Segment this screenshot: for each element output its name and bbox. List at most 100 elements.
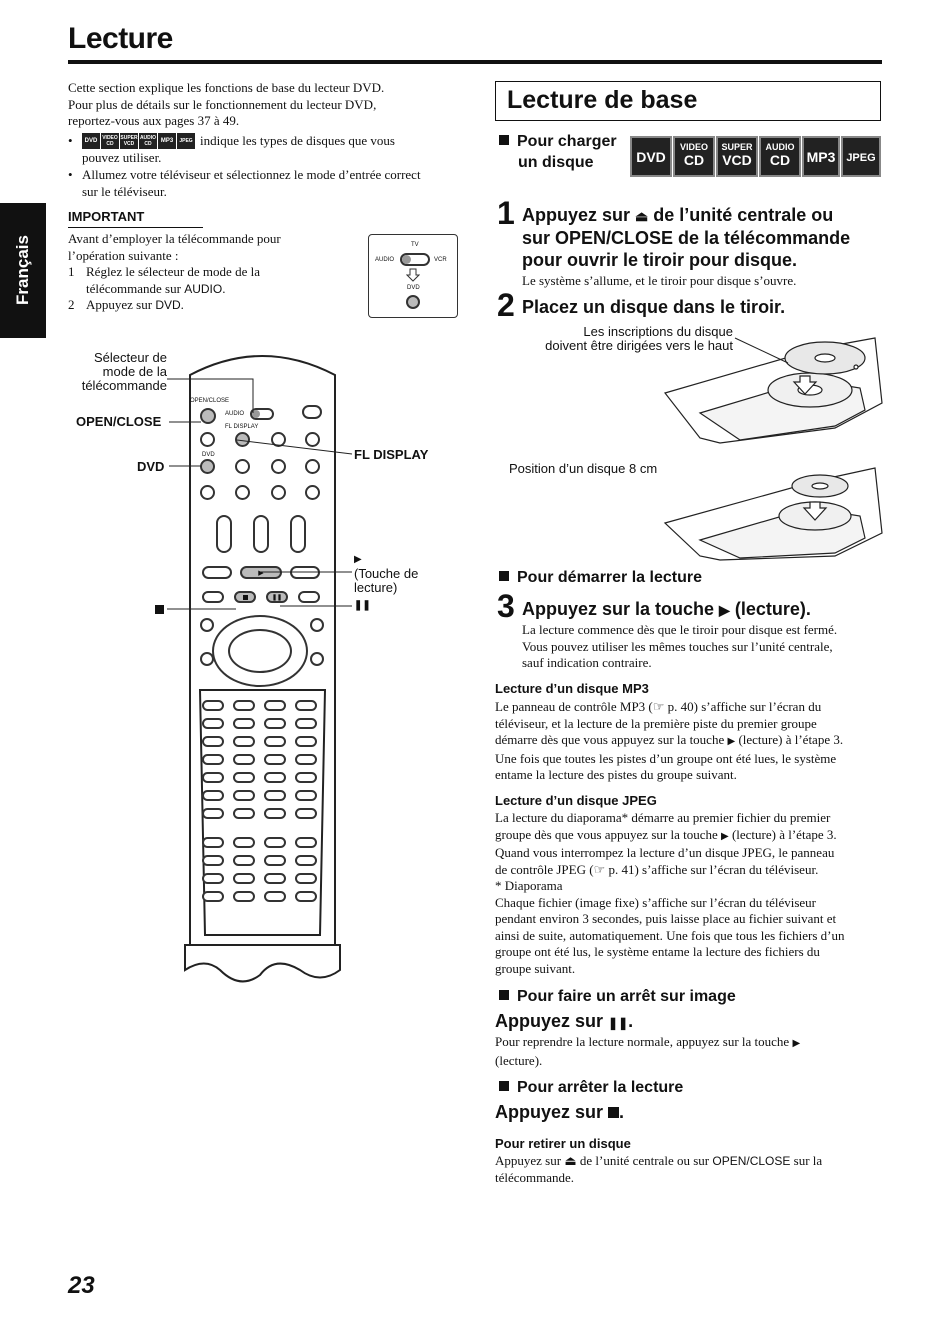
still-heading: Pour faire un arrêt sur image	[499, 988, 736, 1006]
keypad-button[interactable]	[264, 837, 286, 848]
pause-button[interactable]: ❚❚	[266, 591, 288, 603]
numeric-keypad	[202, 700, 327, 902]
intro-text: Cette section explique les fonctions de …	[68, 80, 385, 128]
jpeg-text: La lecture du diaporama* démarre au prem…	[495, 810, 845, 976]
callout-fl-display: FL DISPLAY	[354, 447, 429, 462]
keypad-button[interactable]	[295, 855, 317, 866]
keypad-button[interactable]	[202, 700, 224, 711]
remote-button[interactable]	[271, 432, 286, 447]
keypad-button[interactable]	[233, 837, 255, 848]
keypad-button[interactable]	[202, 736, 224, 747]
fl-display-button[interactable]	[235, 432, 250, 447]
open-close-button[interactable]	[200, 408, 216, 424]
eject-icon: ⏏	[564, 1153, 577, 1168]
language-tab: Français	[0, 203, 46, 338]
enter-button[interactable]	[228, 629, 292, 673]
remote-button[interactable]	[271, 485, 286, 500]
keypad-button[interactable]	[233, 891, 255, 902]
step-1-note: Le système s’allume, et le tiroir pour d…	[522, 273, 797, 288]
keypad-button[interactable]	[202, 754, 224, 765]
keypad-button[interactable]	[202, 718, 224, 729]
keypad-button[interactable]	[233, 855, 255, 866]
remote-button[interactable]	[271, 459, 286, 474]
step-3-number: 3	[497, 588, 515, 624]
important-rule	[68, 227, 203, 228]
dvd-button-figure	[406, 295, 420, 309]
keypad-button[interactable]	[264, 754, 286, 765]
remote-button[interactable]	[200, 618, 214, 632]
down-arrow-icon	[406, 268, 420, 282]
keypad-button[interactable]	[295, 790, 317, 801]
keypad-button[interactable]	[233, 873, 255, 884]
keypad-button[interactable]	[233, 700, 255, 711]
play-icon: ▶	[719, 602, 730, 618]
prev-button[interactable]	[202, 591, 224, 603]
keypad-button[interactable]	[264, 700, 286, 711]
label-8cm-disc: Position d’un disque 8 cm	[509, 461, 658, 476]
keypad-button[interactable]	[202, 790, 224, 801]
keypad-button[interactable]	[295, 718, 317, 729]
remote-button[interactable]	[200, 485, 215, 500]
keypad-button[interactable]	[202, 891, 224, 902]
rewind-button[interactable]	[202, 566, 232, 579]
keypad-button[interactable]	[202, 808, 224, 819]
keypad-button[interactable]	[233, 736, 255, 747]
remote-button[interactable]	[235, 485, 250, 500]
remote-button[interactable]	[305, 485, 320, 500]
channel-rocker[interactable]	[253, 515, 269, 553]
keypad-button[interactable]	[295, 700, 317, 711]
keypad-button[interactable]	[295, 754, 317, 765]
label-disc-inscriptions: Les inscriptions du disque doivent être …	[545, 324, 733, 353]
disc-logo-mp3: MP3	[802, 136, 840, 177]
keypad-button[interactable]	[233, 754, 255, 765]
tv-volume-rocker[interactable]	[290, 515, 306, 553]
page-ref-icon: ☞	[652, 699, 665, 714]
pause-icon: ❚❚	[608, 1016, 629, 1030]
mode-switch-figure: TV AUDIO VCR DVD	[368, 234, 458, 318]
load-heading: Pour charger un disque	[499, 131, 617, 173]
volume-rocker[interactable]	[216, 515, 232, 553]
step-3-text: La lecture commence dès que le tiroir po…	[522, 622, 838, 670]
remote-button[interactable]	[235, 459, 250, 474]
mode-selector-switch[interactable]	[250, 408, 274, 420]
keypad-button[interactable]	[264, 718, 286, 729]
cursor-pad[interactable]	[212, 615, 308, 687]
keypad-button[interactable]	[295, 837, 317, 848]
keypad-button[interactable]	[264, 873, 286, 884]
keypad-button[interactable]	[295, 736, 317, 747]
keypad-button[interactable]	[295, 891, 317, 902]
keypad-button[interactable]	[264, 736, 286, 747]
keypad-button[interactable]	[264, 855, 286, 866]
keypad-button[interactable]	[295, 873, 317, 884]
callout-play: ▶ (Touche de lecture)	[354, 554, 419, 595]
keypad-button[interactable]	[202, 772, 224, 783]
remote-button[interactable]	[305, 432, 320, 447]
keypad-button[interactable]	[233, 772, 255, 783]
remote-button[interactable]	[310, 652, 324, 666]
keypad-button[interactable]	[202, 855, 224, 866]
keypad-button[interactable]	[295, 772, 317, 783]
keypad-button[interactable]	[264, 790, 286, 801]
keypad-button[interactable]	[233, 808, 255, 819]
remote-button-standby[interactable]	[200, 432, 215, 447]
remote-button[interactable]	[310, 618, 324, 632]
keypad-button[interactable]	[264, 772, 286, 783]
keypad-button[interactable]	[233, 790, 255, 801]
remote-indicator	[302, 405, 322, 419]
keypad-button[interactable]	[202, 837, 224, 848]
keypad-button[interactable]	[233, 718, 255, 729]
stop-button[interactable]	[234, 591, 256, 603]
section-title-box: Lecture de base	[495, 81, 881, 121]
step-3-title: Appuyez sur la touche ▶ (lecture).	[522, 599, 811, 619]
start-heading: Pour démarrer la lecture	[499, 569, 702, 587]
keypad-button[interactable]	[264, 808, 286, 819]
still-text: Pour reprendre la lecture normale, appuy…	[495, 1034, 801, 1068]
keypad-button[interactable]	[264, 891, 286, 902]
intro-bullet-1: • DVD VIDEO CD SUPER VCD AUDIO CD MP3 JP…	[68, 133, 395, 165]
remote-button[interactable]	[305, 459, 320, 474]
keypad-button[interactable]	[295, 808, 317, 819]
play-icon: ▶	[727, 736, 736, 747]
keypad-button[interactable]	[202, 873, 224, 884]
next-button[interactable]	[298, 591, 320, 603]
